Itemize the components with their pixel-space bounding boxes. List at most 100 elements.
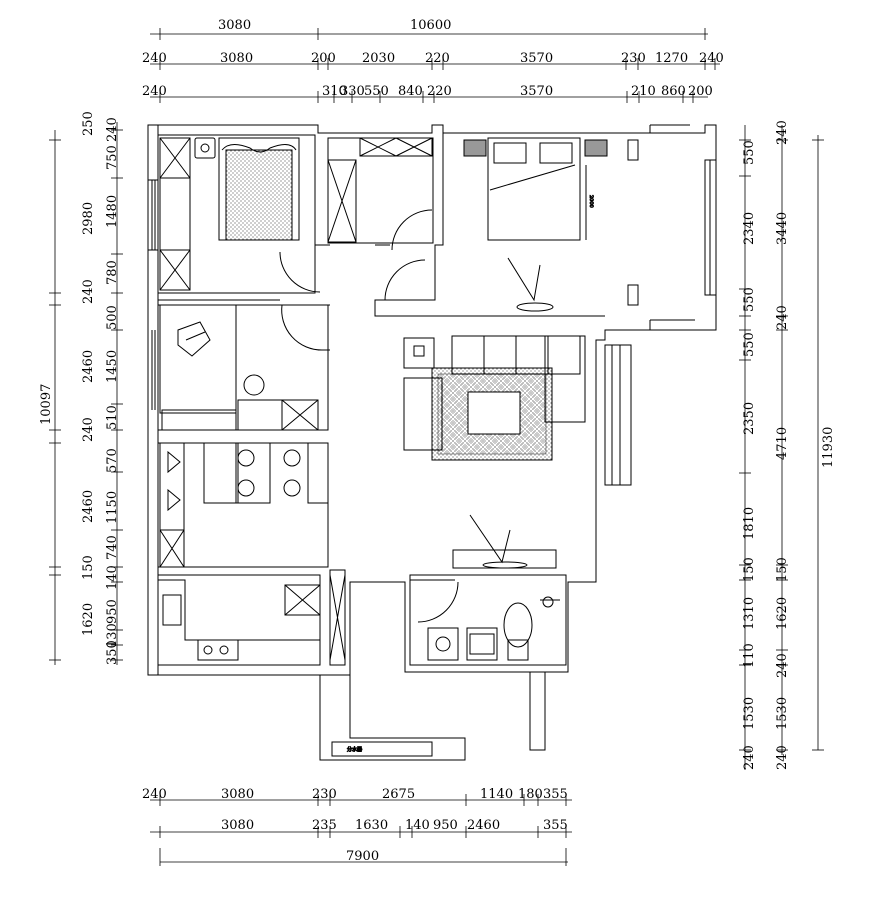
utility-room: 分水器 [319,675,466,761]
dim-left-outer: 2460 [81,490,96,523]
dim-right-mid: 240 [775,305,790,330]
dim-top-r2: 200 [311,51,336,66]
dim-top-r2: 220 [425,51,450,66]
right-dimensions [739,125,824,770]
master-bedroom: 2000 [374,124,717,331]
dim-left-outer: 240 [81,279,96,304]
dim-top-r2: 240 [142,51,167,66]
dim-top-r3: 200 [688,84,713,99]
living-room [403,335,632,569]
dim-right-inner: 1810 [742,507,757,540]
dim-top-r3: 240 [142,84,167,99]
kitchen [157,569,346,666]
top-dimension-labels: 3080 10600 240 3080 200 2030 220 3570 23… [142,18,724,99]
dim-bottom-r1: 3080 [221,787,254,802]
dim-right-inner: 110 [742,643,757,668]
dim-bottom-r2: 2460 [467,818,500,833]
dim-left-inner: 500 [105,305,120,330]
dim-top-r3: 310 [322,84,347,99]
dim-bottom-r1: 1140 [480,787,513,802]
bottom-dimension-labels: 240 3080 230 2675 1140 180 355 3080 235 … [142,787,568,864]
dim-left-inner: 1150 [105,491,120,524]
dim-left-total: 10097 [39,384,54,425]
dim-right-inner: 2350 [742,402,757,435]
dim-bottom-r2: 950 [433,818,458,833]
left-dimension-labels: 250 2980 240 2460 240 2460 150 1620 1009… [39,111,120,665]
bed-dimension: 2000 [588,195,594,208]
dim-bottom-r2: 1630 [355,818,388,833]
dim-left-outer: 150 [81,555,96,580]
dim-right-mid: 150 [775,557,790,582]
dim-right-mid: 240 [775,120,790,145]
dim-right-inner: 1310 [742,597,757,630]
dim-top-r2: 3080 [220,51,253,66]
bathroom [409,574,567,751]
dim-bottom-r1: 230 [312,787,337,802]
dim-bottom-r1: 180 [518,787,543,802]
dim-left-inner: 750 [105,145,120,170]
dim-right-mid: 3440 [775,212,790,245]
dim-bottom-r2: 235 [312,818,337,833]
dim-right-mid: 4710 [775,427,790,460]
dim-left-outer: 2980 [81,202,96,235]
dim-right-mid: 240 [775,653,790,678]
dim-right-total: 11930 [821,427,836,468]
dim-top-r2: 240 [699,51,724,66]
bedroom-left [148,134,330,301]
left-dimensions [49,122,123,665]
dim-right-inner: 150 [742,557,757,582]
dim-bottom-r2: 3080 [221,818,254,833]
dim-left-inner: 780 [105,260,120,285]
dim-right-mid: 1530 [775,697,790,730]
dim-left-inner: 1450 [105,350,120,383]
bottom-dimensions [150,794,572,866]
dim-top-r3: 860 [661,84,686,99]
dim-top-r3: 550 [364,84,389,99]
dim-right-inner: 2340 [742,212,757,245]
dim-top-r3: 330 [340,84,365,99]
dim-left-inner: 1480 [105,195,120,228]
dim-right-inner: 240 [742,745,757,770]
top-dimensions [150,28,720,103]
dim-top-1: 3080 [218,18,251,33]
dim-right-inner: 550 [742,332,757,357]
dim-top-r2: 2030 [362,51,395,66]
dim-top-r2: 3570 [520,51,553,66]
dim-left-inner: 570 [105,448,120,473]
dim-left-outer: 240 [81,417,96,442]
right-dimension-labels: 550 2340 550 550 2350 1810 150 1310 110 … [742,120,836,770]
dim-right-inner: 1530 [742,697,757,730]
dim-left-inner: 510 [105,405,120,430]
bedroom-middle [151,304,330,431]
dim-bottom-r2: 355 [543,818,568,833]
dining-area [157,442,329,568]
dim-top-2: 10600 [410,18,451,33]
dim-left-inner: 740 [105,535,120,560]
dim-top-r2: 230 [621,51,646,66]
dim-bottom-r1: 355 [543,787,568,802]
dim-left-inner: 950 [105,599,120,624]
dim-right-inner: 550 [742,140,757,165]
dim-bottom-r1: 240 [142,787,167,802]
dim-left-inner: 350 [105,640,120,665]
dim-right-mid: 240 [775,745,790,770]
dim-left-outer: 1620 [81,603,96,636]
dim-right-inner: 550 [742,287,757,312]
dim-bottom-total: 7900 [346,849,379,864]
dim-left-inner: 130 [105,623,120,648]
dim-bottom-r2: 140 [405,818,430,833]
walk-in-closet [327,137,434,251]
dim-top-r3: 840 [398,84,423,99]
dim-left-outer: 250 [81,111,96,136]
dim-top-r3: 210 [631,84,656,99]
dim-bottom-r1: 2675 [382,787,415,802]
dim-top-r3: 220 [427,84,452,99]
dim-top-r3: 3570 [520,84,553,99]
dim-right-mid: 1620 [775,597,790,630]
dim-left-outer: 2460 [81,350,96,383]
utility-label: 分水器 [347,746,362,753]
dim-left-inner: 140 [105,565,120,590]
dim-top-r2: 1270 [655,51,688,66]
dim-left-inner: 240 [105,117,120,142]
